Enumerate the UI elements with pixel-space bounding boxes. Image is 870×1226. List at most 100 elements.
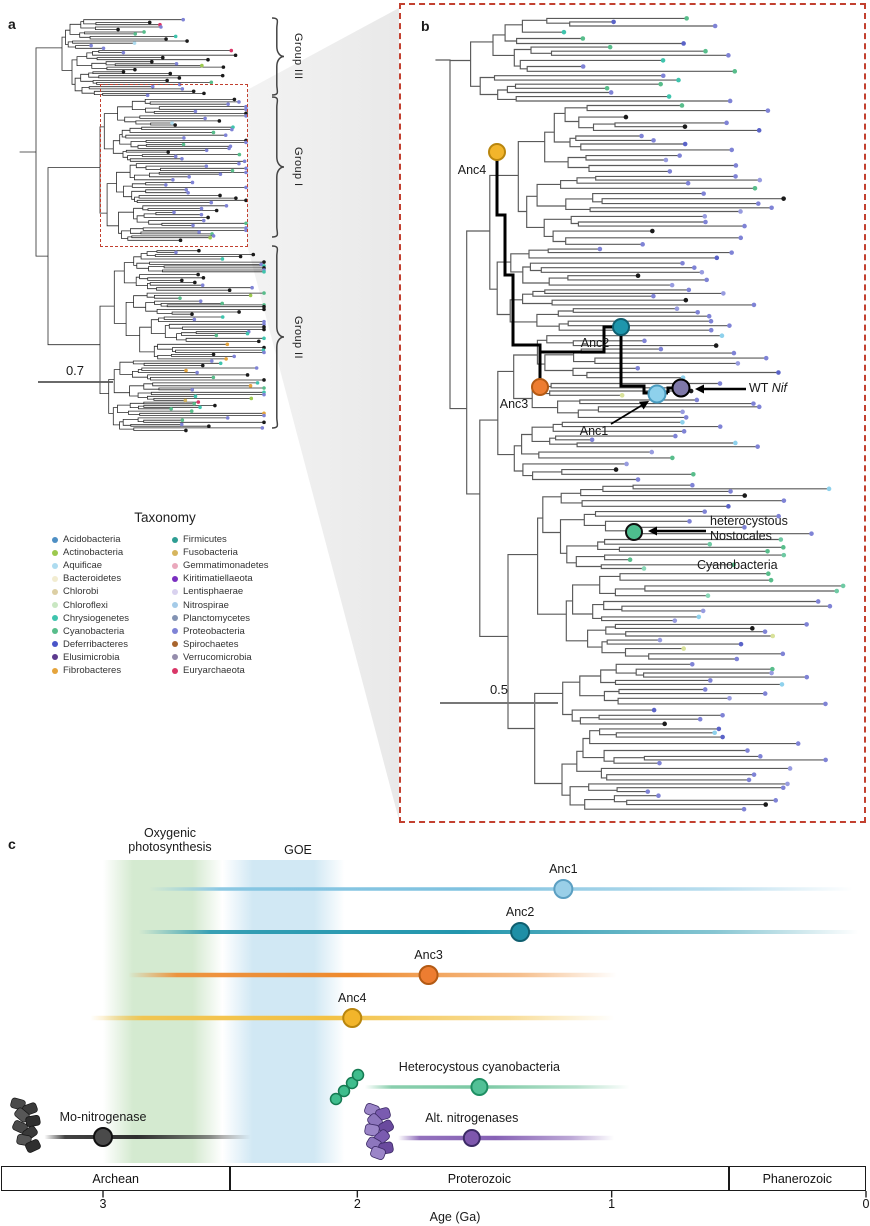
- age-axis-label: Age (Ga): [429, 1210, 481, 1224]
- node-label-anc2: Anc2: [580, 336, 610, 350]
- point-6: [93, 1127, 114, 1147]
- node-anc2: [612, 318, 630, 336]
- legend-dot: [52, 588, 58, 595]
- legend-item-chrysiogenetes: Chrysiogenetes: [52, 612, 129, 625]
- scale-bar-b-label: 0.5: [489, 682, 509, 697]
- node-nostocales: [625, 523, 643, 541]
- legend-item-gemmatimonadetes: Gemmatimonadetes: [172, 559, 269, 572]
- series-label-0: Anc1: [549, 862, 578, 876]
- legend-item-label: Lentisphaerae: [183, 586, 244, 598]
- point-3: [342, 1008, 363, 1028]
- alt-nitrogenase-structure-icon: [364, 1103, 394, 1160]
- era-proterozoic: Proterozoic: [230, 1166, 729, 1191]
- point-0: [553, 879, 574, 899]
- legend-item-cyanobacteria: Cyanobacteria: [52, 625, 124, 638]
- panel-a-label: a: [8, 16, 16, 32]
- point-2: [418, 965, 439, 985]
- heterocystous-label-line2: Nostocales: [710, 529, 772, 543]
- legend-item-proteobacteria: Proteobacteria: [172, 625, 245, 638]
- legend-item-elusimicrobia: Elusimicrobia: [52, 651, 120, 664]
- legend-dot: [172, 615, 178, 622]
- panel-b-box: [399, 3, 866, 823]
- series-label-5: Alt. nitrogenases: [425, 1111, 519, 1125]
- wt-nif-prefix: WT: [749, 381, 772, 395]
- band-oxygenic: [103, 860, 223, 1163]
- legend-item-label: Bacteroidetes: [63, 573, 122, 585]
- legend-item-label: Spirochaetes: [183, 638, 239, 650]
- group-label-1: Group III: [292, 33, 304, 80]
- legend-item-verrucomicrobia: Verrucomicrobia: [172, 651, 252, 664]
- legend-item-label: Fusobacteria: [183, 547, 238, 559]
- zoom-region-box: [100, 84, 248, 247]
- legend-item-label: Aquificae: [63, 560, 103, 572]
- legend-dot: [172, 562, 178, 569]
- legend-item-aquificae: Aquificae: [52, 559, 102, 572]
- group-brace: [271, 17, 285, 96]
- series-label-2: Anc3: [414, 948, 443, 962]
- legend-dot: [172, 536, 178, 543]
- wt-nif-label: WT Nif: [749, 381, 787, 395]
- legend-item-deferribacteres: Deferribacteres: [52, 638, 128, 651]
- legend-item-label: Verrucomicrobia: [183, 651, 252, 663]
- panel-c-label: c: [8, 836, 16, 852]
- legend-item-label: Chrysiogenetes: [63, 612, 130, 624]
- legend-item-chloroflexi: Chloroflexi: [52, 599, 108, 612]
- legend-item-fibrobacteres: Fibrobacteres: [52, 664, 121, 677]
- heterocyst-filament-icon: [329, 1068, 365, 1106]
- legend-item-actinobacteria: Actinobacteria: [52, 546, 123, 559]
- group-label-3: Group II: [292, 315, 304, 359]
- legend-item-label: Acidobacteria: [63, 534, 121, 545]
- era-phanerozoic: Phanerozoic: [728, 1166, 866, 1191]
- legend-item-label: Kiritimatiellaeota: [183, 573, 253, 585]
- legend-item-firmicutes: Firmicutes: [172, 533, 227, 546]
- legend-dot: [52, 536, 58, 543]
- ancestral-lineage-path: [495, 152, 676, 395]
- node-label-anc3: Anc3: [499, 397, 529, 411]
- legend-item-label: Cyanobacteria: [63, 625, 125, 637]
- legend-title: Taxonomy: [134, 510, 196, 525]
- point-4: [470, 1078, 489, 1096]
- legend-dot: [172, 575, 178, 582]
- legend-item-label: Planctomycetes: [183, 612, 251, 624]
- legend-item-label: Firmicutes: [183, 534, 227, 545]
- legend-dot: [172, 667, 178, 674]
- legend-item-label: Elusimicrobia: [63, 651, 120, 663]
- legend-item-chlorobi: Chlorobi: [52, 585, 98, 598]
- legend-item-label: Chlorobi: [63, 586, 99, 598]
- scale-bar-a-label: 0.7: [65, 363, 85, 378]
- point-1: [510, 922, 531, 942]
- legend-item-label: Nitrospirae: [183, 599, 229, 611]
- legend-item-spirochaetes: Spirochaetes: [172, 638, 238, 651]
- legend-item-fusobacteria: Fusobacteria: [172, 546, 238, 559]
- oxygenic-line2: photosynthesis: [128, 840, 212, 855]
- cyanobacteria-label: Cyanobacteria: [697, 558, 778, 572]
- legend-dot: [52, 628, 58, 635]
- legend-item-label: Fibrobacteres: [63, 665, 122, 676]
- legend-dot: [172, 654, 178, 661]
- node-anc4: [488, 143, 506, 161]
- legend-dot: [172, 588, 178, 595]
- tick-label-1: 1: [608, 1197, 616, 1211]
- legend-dot: [52, 667, 58, 674]
- legend-dot: [52, 562, 58, 569]
- node-anc1: [647, 384, 667, 404]
- legend-dot: [52, 641, 58, 648]
- group-brace: [271, 96, 285, 238]
- era-archean: Archean: [1, 1166, 231, 1191]
- legend-dot: [172, 549, 178, 556]
- point-5: [462, 1129, 481, 1147]
- series-label-1: Anc2: [505, 905, 535, 919]
- legend-item-label: Proteobacteria: [183, 625, 245, 637]
- goe-label: GOE: [284, 843, 312, 857]
- legend-dot: [52, 654, 58, 661]
- legend-item-planctomycetes: Planctomycetes: [172, 612, 250, 625]
- legend-item-label: Euryarchaeota: [183, 665, 245, 676]
- legend-item-euryarchaeota: Euryarchaeota: [172, 664, 245, 677]
- group-label-2: Group I: [292, 147, 304, 187]
- legend-dot: [52, 602, 58, 608]
- legend-item-label: Chloroflexi: [63, 599, 108, 611]
- legend-item-bacteroidetes: Bacteroidetes: [52, 572, 121, 585]
- tick-label-0: 0: [862, 1197, 870, 1211]
